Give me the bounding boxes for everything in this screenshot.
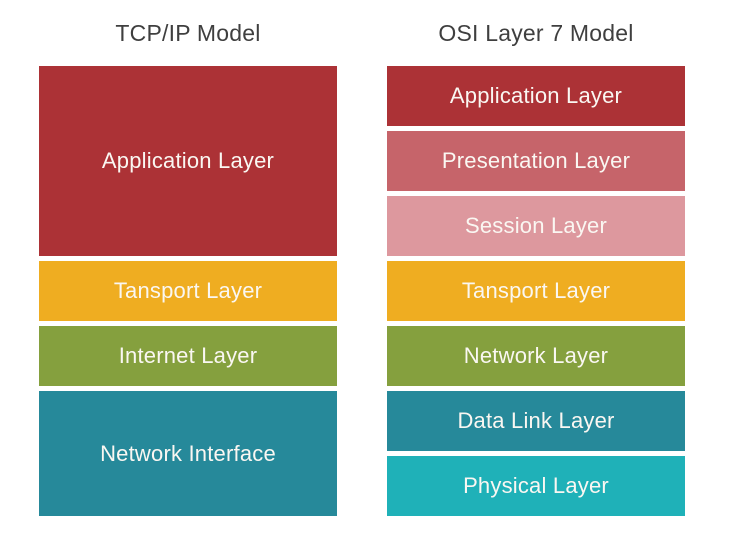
layer-box-data-link-layer: Data Link Layer <box>387 391 685 451</box>
layer-label: Tansport Layer <box>113 278 263 303</box>
layer-label: Data Link Layer <box>457 408 615 433</box>
layer-label: Presentation Layer <box>441 148 631 173</box>
layer-label: Application Layer <box>101 148 275 173</box>
osi-model-title: OSI Layer 7 Model <box>438 19 634 46</box>
layer-label: Physical Layer <box>463 473 609 498</box>
layer-box-presentation-layer: Presentation Layer <box>387 131 685 191</box>
layer-label: Internet Layer <box>118 343 258 368</box>
layer-label: Network Layer <box>463 343 609 368</box>
layer-box-internet-layer: Internet Layer <box>39 326 337 386</box>
layer-box-network-interface: Network Interface <box>39 391 337 516</box>
layer-box-physical-layer: Physical Layer <box>387 456 685 516</box>
layer-box-tansport-layer: Tansport Layer <box>387 261 685 321</box>
layer-box-network-layer: Network Layer <box>387 326 685 386</box>
layer-box-application-layer: Application Layer <box>387 66 685 126</box>
layer-label: Tansport Layer <box>461 278 611 303</box>
tcpip-model-title: TCP/IP Model <box>115 19 261 46</box>
layer-box-application-layer: Application Layer <box>39 66 337 256</box>
layer-box-tansport-layer: Tansport Layer <box>39 261 337 321</box>
layer-box-session-layer: Session Layer <box>387 196 685 256</box>
layer-label: Application Layer <box>449 83 623 108</box>
layer-label: Session Layer <box>464 213 607 238</box>
layer-label: Network Interface <box>100 440 276 466</box>
